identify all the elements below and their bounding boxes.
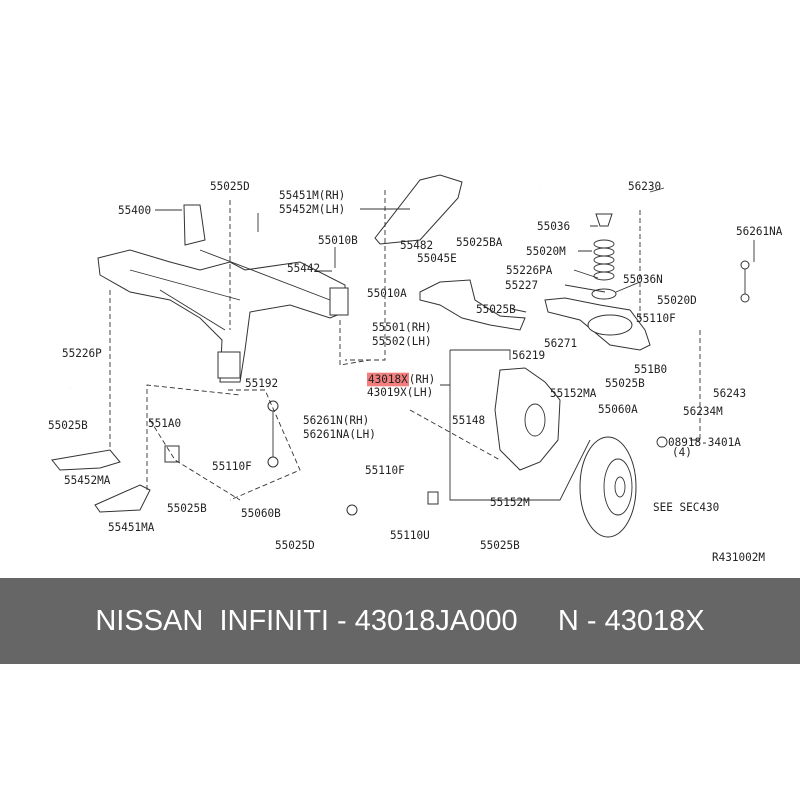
part-label-55025BA: 55025BA bbox=[456, 235, 503, 250]
part-label-55110U: 55110U bbox=[390, 528, 430, 543]
part-label-56261NA: 56261NA bbox=[736, 224, 783, 239]
part-label-08918-3401A: 08918-3401A bbox=[668, 435, 741, 450]
coil-spring-55020M bbox=[591, 213, 617, 300]
brake-disc bbox=[579, 436, 637, 538]
part-label-56243: 56243 bbox=[713, 386, 747, 401]
part-label-55110F: 55110F bbox=[636, 311, 676, 326]
plate-55452MA bbox=[51, 449, 121, 471]
part-label-55226P: 55226P bbox=[62, 346, 102, 361]
part-label-55452MA: 55452MA bbox=[64, 473, 111, 488]
part-label-55148: 55148 bbox=[452, 413, 486, 428]
part-label-56219: 56219 bbox=[512, 348, 546, 363]
part-label-55442: 55442 bbox=[287, 261, 321, 276]
part-label-55452M: 55452M(LH) bbox=[279, 202, 346, 217]
part-label-55110F: 55110F bbox=[365, 463, 405, 478]
see-section-note: SEE SEC430 bbox=[653, 500, 720, 515]
subframe-55400 bbox=[97, 204, 349, 383]
part-label-55025B: 55025B bbox=[167, 501, 207, 516]
knuckle-43018X bbox=[494, 367, 561, 471]
part-label-56271: 56271 bbox=[544, 336, 578, 351]
part-label-55060B: 55060B bbox=[241, 506, 281, 521]
side-rh: (RH) bbox=[408, 372, 436, 387]
part-label-43018X-highlighted[interactable]: 43018X(RH) bbox=[367, 372, 436, 387]
part-label-55025B: 55025B bbox=[605, 376, 645, 391]
diagram-drawing bbox=[51, 174, 755, 538]
diagram-reference-code: R431002M bbox=[712, 550, 765, 565]
reinforcement-55451M bbox=[374, 174, 463, 245]
part-label-55226PA: 55226PA bbox=[506, 263, 553, 278]
part-label-55025D: 55025D bbox=[275, 538, 315, 553]
part-label-55025D: 55025D bbox=[210, 179, 250, 194]
part-label-55451M: 55451M(RH) bbox=[279, 188, 346, 203]
part-label-56234M: 56234M bbox=[683, 404, 723, 419]
part-label-55025B: 55025B bbox=[476, 302, 516, 317]
part-label-551A0: 551A0 bbox=[148, 416, 182, 431]
part-label-55045E: 55045E bbox=[417, 251, 457, 266]
part-label-55152M: 55152M bbox=[490, 495, 530, 510]
part-label-55152MA: 55152MA bbox=[550, 386, 597, 401]
part-label-43019X: 43019X(LH) bbox=[367, 385, 434, 400]
part-label-55060A: 55060A bbox=[598, 402, 638, 417]
part-label-56261NA-lh: 56261NA(LH) bbox=[303, 427, 376, 442]
part-label-55451MA: 55451MA bbox=[108, 520, 155, 535]
part-quantity: (4) bbox=[672, 445, 692, 460]
part-label-56230: 56230 bbox=[628, 179, 662, 194]
part-label-55020D: 55020D bbox=[657, 293, 697, 308]
part-label-55025B: 55025B bbox=[48, 418, 88, 433]
part-label-55036N: 55036N bbox=[623, 272, 663, 287]
exploded-parts-diagram: 55025D 55400 55451M(RH) 55452M(LH) 55010… bbox=[48, 174, 783, 565]
part-label-55501: 55501(RH) bbox=[372, 320, 432, 335]
part-label-551B0: 551B0 bbox=[634, 362, 668, 377]
part-info-text: NISSAN INFINITI - 43018JA000 N - 43018X bbox=[95, 604, 705, 637]
part-label-55010A: 55010A bbox=[367, 286, 407, 301]
part-label-55192: 55192 bbox=[245, 376, 279, 391]
plate-55451MA bbox=[94, 484, 151, 513]
upper-link-55501 bbox=[419, 279, 526, 331]
part-label-55020M: 55020M bbox=[526, 244, 566, 259]
part-label-55036: 55036 bbox=[537, 219, 571, 234]
part-label-55227: 55227 bbox=[505, 278, 539, 293]
part-label-55025B: 55025B bbox=[480, 538, 520, 553]
highlighted-part-number[interactable]: 43018X bbox=[367, 372, 409, 387]
part-info-banner: NISSAN INFINITI - 43018JA000 N - 43018X bbox=[0, 578, 800, 664]
part-label-55010B: 55010B bbox=[318, 233, 358, 248]
part-label-55400: 55400 bbox=[118, 203, 152, 218]
part-label-55482: 55482 bbox=[400, 238, 434, 253]
part-label-56261N: 56261N(RH) bbox=[303, 413, 370, 428]
part-label-55502: 55502(LH) bbox=[372, 334, 432, 349]
part-label-55110F: 55110F bbox=[212, 459, 252, 474]
